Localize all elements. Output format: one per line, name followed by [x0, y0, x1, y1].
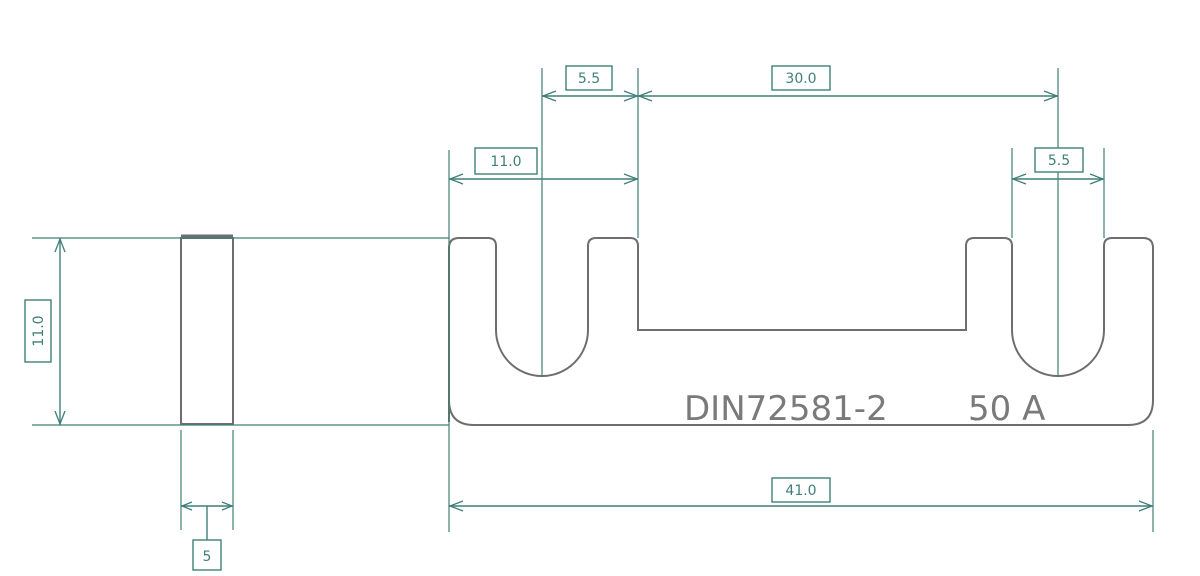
- dim-slot-width-right: 5.5: [1011, 147, 1105, 185]
- dim-label-30-0: 30.0: [785, 71, 816, 87]
- dim-box-5-5-top: [565, 65, 613, 91]
- dim-box-5-5-right: [1034, 147, 1084, 173]
- dim-height: 11.0: [24, 237, 66, 426]
- fuse-outline: [448, 237, 1154, 426]
- side-view-outline: [180, 237, 234, 425]
- extension-lines: [32, 68, 1154, 532]
- dim-label-5-5-right: 5.5: [1048, 153, 1070, 169]
- side-view: [180, 234, 234, 425]
- dim-thickness: 5: [180, 501, 234, 571]
- dim-box-11-0-top: [474, 147, 538, 175]
- dim-box-5: [192, 539, 222, 571]
- dim-box-11-0-height: [24, 299, 52, 363]
- dim-label-11-0-top: 11.0: [490, 154, 521, 170]
- dim-slot-pitch: 30.0: [637, 65, 1059, 102]
- part-number-text: DIN72581-2: [684, 389, 888, 429]
- dim-label-11-0-height: 11.0: [31, 315, 47, 346]
- dim-box-30-0: [771, 65, 831, 91]
- dim-label-41-0: 41.0: [785, 483, 816, 499]
- rating-text: 50 A: [968, 389, 1045, 429]
- dim-box-41-0: [771, 477, 831, 503]
- dim-label-5-5-top: 5.5: [578, 71, 600, 87]
- dim-slot-width-top: 5.5: [541, 65, 639, 102]
- dim-label-5: 5: [203, 549, 212, 565]
- dim-leg-width: 11.0: [448, 147, 639, 185]
- dim-overall-width: 41.0: [448, 477, 1154, 512]
